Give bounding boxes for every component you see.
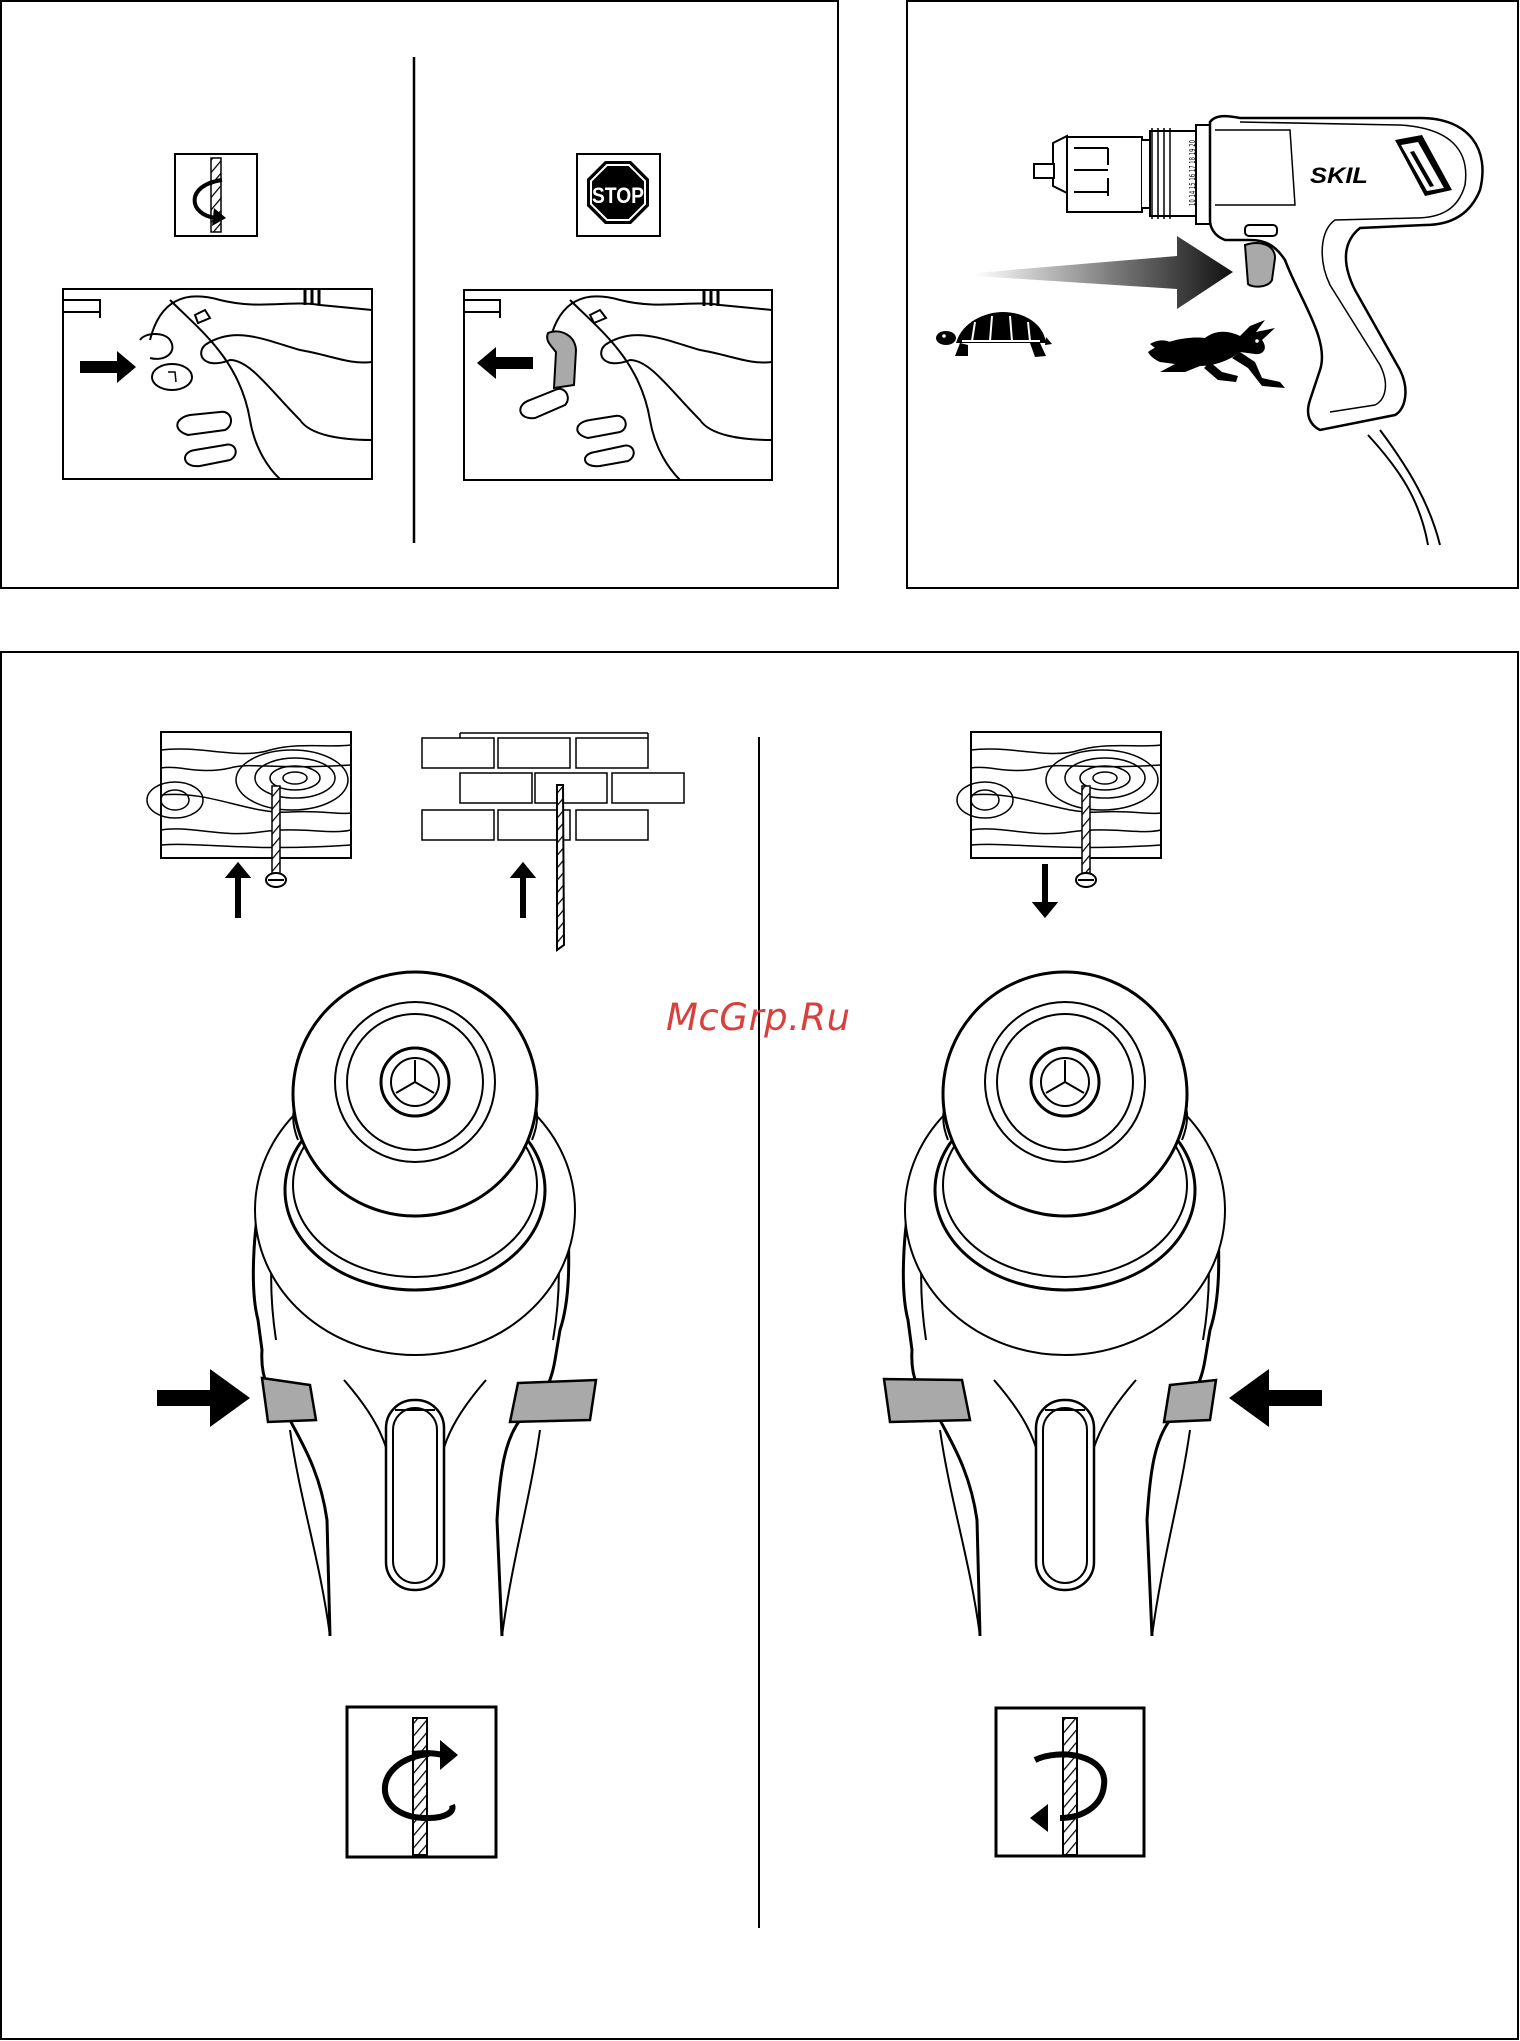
stop-sign-text: STOP <box>592 183 644 208</box>
trigger-lock-illustration <box>63 289 372 479</box>
stop-icon: STOP <box>577 154 660 236</box>
drill-front-view-reverse <box>884 972 1322 1636</box>
brick-wall-drill <box>422 733 684 950</box>
trigger-release-illustration <box>464 290 772 480</box>
panel-direction-switch <box>1 652 1518 2039</box>
hare-fast-icon <box>1148 320 1285 388</box>
wood-block-screw-out <box>957 732 1161 915</box>
rotation-lock-icon <box>175 154 257 236</box>
panel-switch-lock: STOP <box>1 1 838 588</box>
drill-front-view-forward <box>157 972 596 1636</box>
wood-block-screw-in <box>147 732 351 916</box>
panel-variable-speed: 10 14 15 16 17 18 19 20 SKIL <box>907 1 1518 588</box>
watermark: McGrp.Ru <box>666 996 876 1044</box>
speed-arrow-icon <box>975 236 1233 309</box>
skil-logo: SKIL <box>1310 163 1368 188</box>
rotation-counterclockwise-icon <box>996 1708 1144 1856</box>
turtle-slow-icon <box>936 312 1052 357</box>
drill-side-view: 10 14 15 16 17 18 19 20 SKIL <box>1034 116 1483 545</box>
rotation-clockwise-icon <box>347 1707 496 1857</box>
